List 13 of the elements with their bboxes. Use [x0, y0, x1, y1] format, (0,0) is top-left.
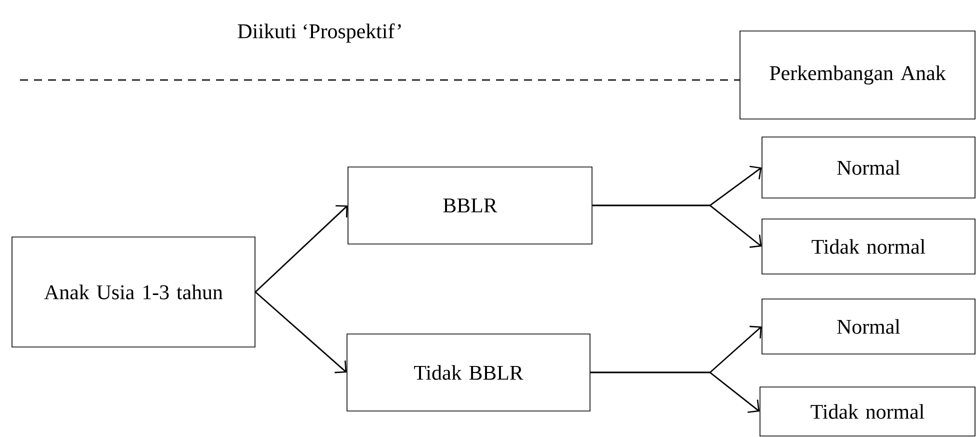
heading-text: Diikuti ‘Prospektif’ — [238, 23, 401, 43]
arrow — [254, 205, 348, 292]
arrow — [592, 204, 762, 248]
process-box: Normal — [762, 298, 976, 354]
process-box: Tidak BBLR — [346, 334, 590, 412]
process-box: BBLR — [348, 166, 592, 244]
process-box: Anak Usia 1-3 tahun — [12, 236, 256, 348]
process-box: Normal — [762, 136, 976, 198]
process-box: Tidak normal — [762, 218, 976, 274]
process-box: Tidak normal — [760, 386, 976, 436]
header-box: Perkembangan Anak — [740, 30, 976, 120]
arrow — [590, 372, 760, 413]
arrow — [254, 291, 347, 374]
